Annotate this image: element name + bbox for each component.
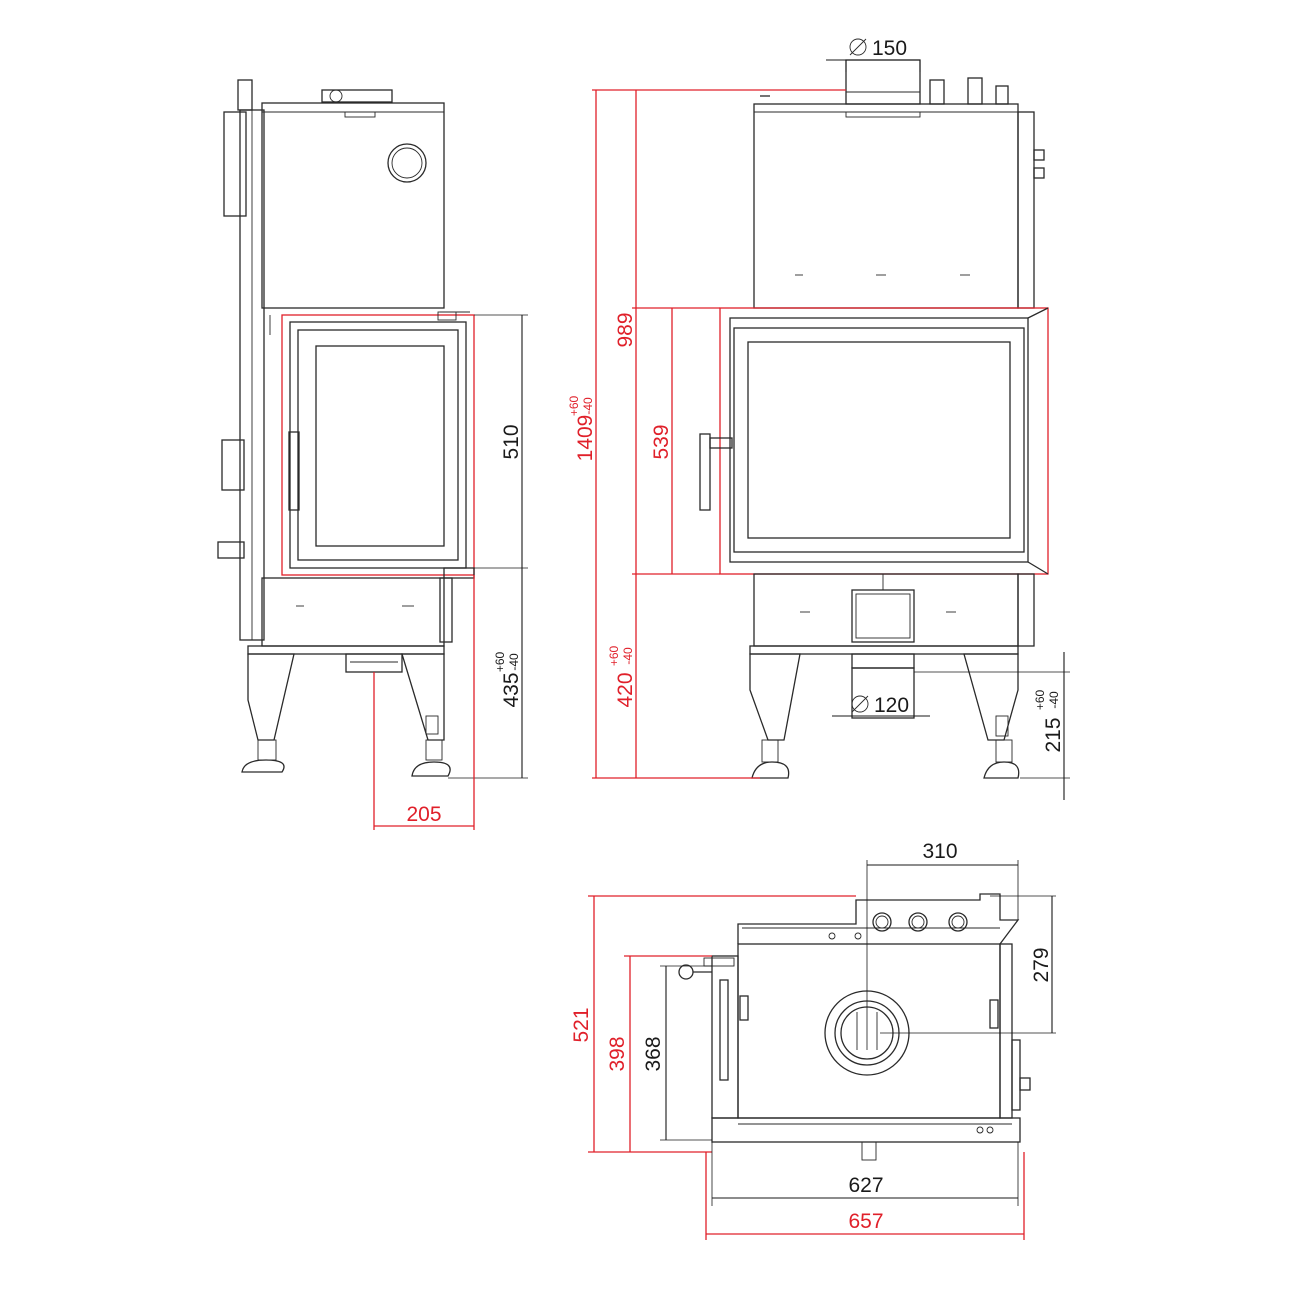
side-view-dimensions: 510 435 +60 -40 205 xyxy=(373,314,528,830)
dim-total-depth: 521 xyxy=(570,1007,593,1042)
dim-total-height: 1409 xyxy=(574,415,597,462)
leg-tolerance-minus: -40 xyxy=(507,653,521,671)
air-tolerance-plus: +60 xyxy=(1033,689,1047,710)
dim-flue-offset: 205 xyxy=(406,803,441,826)
top-view-dimensions: 310 279 521 398 368 627 657 xyxy=(570,840,1056,1240)
dim-flue-center-y: 279 xyxy=(1030,947,1053,982)
dim-width-outer: 657 xyxy=(848,1210,883,1233)
base-tolerance-plus: +60 xyxy=(607,645,621,666)
leg-tolerance-plus: +60 xyxy=(493,651,507,672)
side-view xyxy=(217,79,475,777)
dim-depth-outer: 398 xyxy=(606,1036,629,1071)
total-tolerance-minus: -40 xyxy=(581,397,595,415)
dim-leg-height: 435 xyxy=(500,672,523,707)
front-view-dimensions: 150 120 1409 +60 -40 989 539 420 +60 -40… xyxy=(567,37,1070,800)
air-tolerance-minus: -40 xyxy=(1047,691,1061,709)
dim-depth-inner: 368 xyxy=(642,1036,665,1071)
dim-firebox-height: 510 xyxy=(500,424,523,459)
dim-width-inner: 627 xyxy=(848,1174,883,1197)
base-tolerance-minus: -40 xyxy=(621,647,635,665)
dim-base-height: 420 xyxy=(614,672,637,707)
dim-flue-height: 989 xyxy=(614,312,637,347)
front-view xyxy=(699,59,1049,779)
dim-door-height: 539 xyxy=(650,424,673,459)
top-view xyxy=(678,893,1031,1161)
dim-air-inlet-height: 215 xyxy=(1042,717,1065,752)
dim-outlet-diameter: 120 xyxy=(874,694,909,717)
dim-flue-center-x: 310 xyxy=(922,840,957,863)
dim-flue-diameter: 150 xyxy=(872,37,907,60)
total-tolerance-plus: +60 xyxy=(567,395,581,416)
